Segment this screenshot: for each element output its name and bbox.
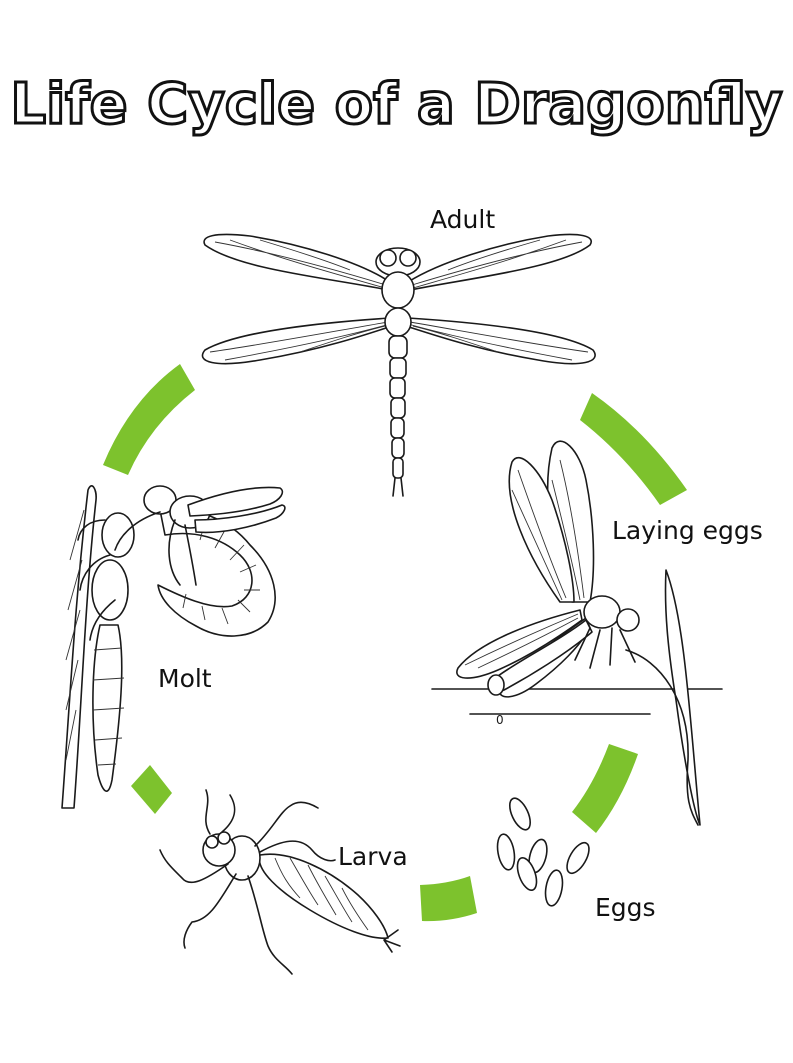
page-title: Life Cycle of a Dragonfly xyxy=(9,71,784,139)
larva-icon xyxy=(159,789,401,975)
cycle-arc-laying-to-eggs xyxy=(572,744,638,833)
stage-label-larva: Larva xyxy=(338,842,408,871)
egg-mark: 0 xyxy=(496,713,504,727)
molting-dragonfly-icon xyxy=(61,485,286,809)
cycle-arc-eggs-to-larva xyxy=(420,876,477,922)
stage-label-eggs: Eggs xyxy=(595,893,656,922)
laying-eggs-dragonfly-icon: 0 xyxy=(431,440,723,826)
cycle-arcs xyxy=(103,364,687,922)
stage-label-adult: Adult xyxy=(430,205,496,234)
adult-dragonfly-icon xyxy=(201,233,596,497)
cycle-arc-larva-to-molt xyxy=(131,765,172,814)
stage-label-laying-eggs: Laying eggs xyxy=(612,516,763,545)
cycle-arc-molt-to-adult xyxy=(103,364,195,475)
cycle-arc-adult-to-laying xyxy=(580,393,687,505)
stage-label-molt: Molt xyxy=(158,664,212,693)
eggs-icon xyxy=(496,797,590,907)
